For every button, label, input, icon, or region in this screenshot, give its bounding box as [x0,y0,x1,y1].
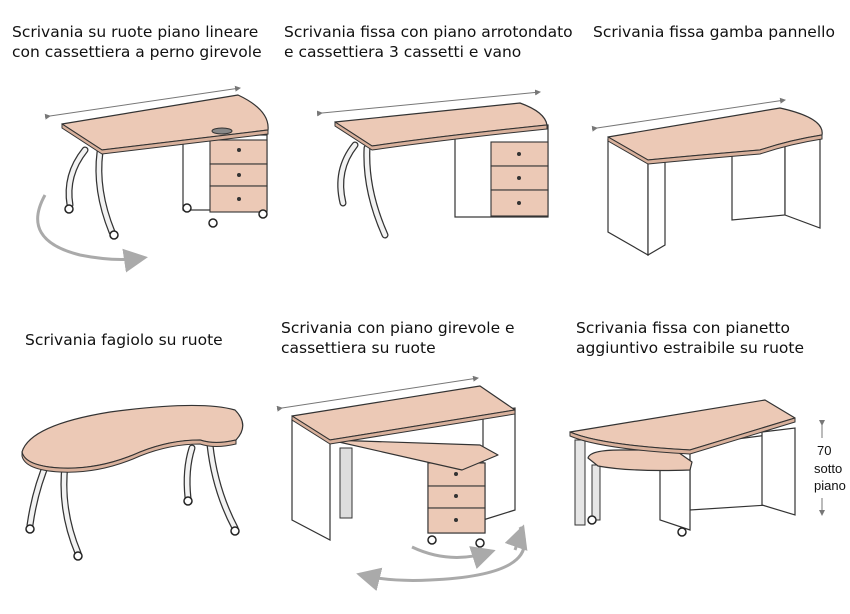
caption-line: aggiuntivo estraibile su ruote [576,339,804,357]
desk-illustration-1 [36,85,269,273]
caption-line: Scrivania con piano girevole e [281,319,515,337]
caption-line: Scrivania fissa con piano arrotondato [284,23,573,41]
desk-illustration-2 [316,89,549,239]
desk-illustration-6: 70 sotto piano [569,399,848,537]
caption-line: Scrivania fagiolo su ruote [25,331,223,349]
desk-illustration-4 [21,404,244,561]
product-caption-5: Scrivania con piano girevole e cassettie… [281,318,515,358]
desk-illustration-5 [276,375,528,592]
dimension-value: 70 [817,443,831,458]
dimension-label: piano [814,478,846,493]
dimension-label: sotto [814,461,842,476]
product-caption-1: Scrivania su ruote piano lineare con cas… [12,22,262,62]
caption-line: Scrivania fissa gamba pannello [593,23,835,41]
caption-line: con cassettiera a perno girevole [12,43,262,61]
product-caption-2: Scrivania fissa con piano arrotondato e … [284,22,573,62]
product-caption-6: Scrivania fissa con pianetto aggiuntivo … [576,318,804,358]
desk-illustration-3 [591,97,823,257]
product-caption-4: Scrivania fagiolo su ruote [25,330,223,350]
caption-line: e cassettiera 3 cassetti e vano [284,43,522,61]
caption-line: Scrivania su ruote piano lineare [12,23,259,41]
product-caption-3: Scrivania fissa gamba pannello [593,22,835,42]
caption-line: Scrivania fissa con pianetto [576,319,791,337]
caption-line: cassettiera su ruote [281,339,436,357]
